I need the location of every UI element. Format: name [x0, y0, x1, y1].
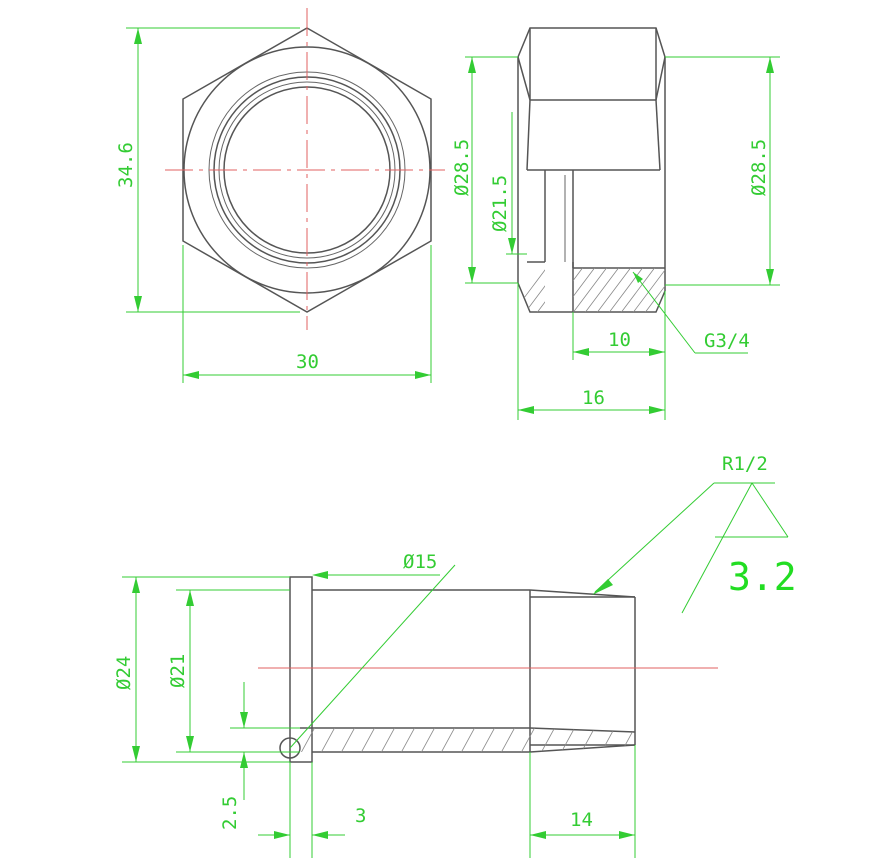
- dim-text-bore: Ø15: [403, 551, 437, 573]
- pipe-hatching: [300, 728, 635, 752]
- dim-nut-outer-right: Ø28.5: [665, 56, 780, 286]
- dim-text-nut-thread: G3/4: [704, 330, 750, 352]
- leader-nut-thread: G3/4: [632, 271, 750, 354]
- nut-outline: [517, 27, 666, 313]
- dim-wall: 2.5: [219, 682, 300, 830]
- dim-text-pipe-outer: Ø24: [113, 656, 135, 690]
- leader-pipe-thread: R1/2: [592, 453, 775, 595]
- dim-pipe-outer: Ø24: [113, 576, 290, 763]
- dim-text-nut-outer-left: Ø28.5: [451, 139, 473, 196]
- dim-hex-width: 30: [182, 245, 432, 383]
- surface-roughness-symbol: 3.2: [681, 482, 797, 614]
- roughness-value: 3.2: [728, 555, 797, 599]
- dim-thread-depth: 10: [572, 291, 666, 420]
- dim-text-hex-height: 34.6: [115, 142, 137, 188]
- dim-text-pipe-inner: Ø21: [167, 654, 189, 688]
- dim-text-wall: 2.5: [219, 796, 241, 830]
- dim-thread-length: 14: [529, 745, 636, 858]
- dim-text-hex-width: 30: [296, 351, 319, 373]
- pipe-view: [258, 576, 718, 763]
- dim-nut-length: 16: [517, 283, 665, 420]
- dim-text-flange-width: 3: [355, 805, 366, 827]
- hexagon-outline: [182, 27, 432, 313]
- dim-nut-inner: Ø21.5: [489, 112, 527, 255]
- dim-text-thread-depth: 10: [608, 329, 631, 351]
- dim-text-thread-length: 14: [570, 809, 593, 831]
- hex-front-view: [165, 8, 445, 330]
- dim-text-nut-outer-right: Ø28.5: [748, 139, 770, 196]
- dim-text-nut-inner: Ø21.5: [489, 175, 511, 232]
- pipe-hole-circle: [279, 737, 301, 759]
- dim-nut-outer-left: Ø28.5: [451, 56, 518, 284]
- pipe-flange: [289, 576, 313, 763]
- leader-bore: Ø15: [289, 551, 456, 749]
- dim-text-pipe-thread: R1/2: [722, 453, 768, 475]
- dim-flange-width: 3: [258, 762, 366, 858]
- dim-text-nut-length: 16: [582, 387, 605, 409]
- dim-hex-height: 34.6: [115, 27, 300, 313]
